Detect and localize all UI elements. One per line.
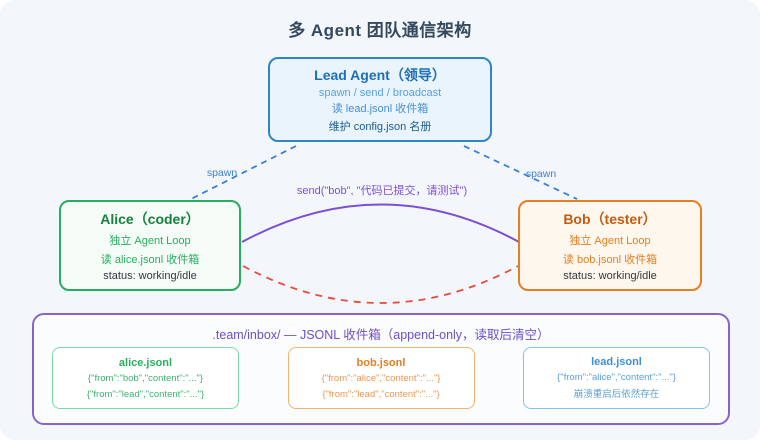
file-box-lead-jsonl: lead.jsonl {"from":"alice","content":"..… <box>523 347 710 409</box>
spawn-left-label: spawn <box>206 167 238 179</box>
bob-status-line: status: working/idle <box>563 270 657 282</box>
alice-jsonl-line-1: {"from":"bob","content":"..."} <box>87 373 204 384</box>
inbox-container: .team/inbox/ — JSONL 收件箱（append-only，读取后… <box>32 313 730 425</box>
lead-jsonl-name: lead.jsonl <box>591 355 642 368</box>
reply-dashed-curve <box>242 265 519 304</box>
alice-status-line: status: working/idle <box>103 270 197 282</box>
bob-inbox-line: 读 bob.jsonl 收件箱 <box>562 254 658 266</box>
inbox-file-row: alice.jsonl {"from":"bob","content":"...… <box>34 347 728 409</box>
alice-jsonl-line-2: {"from":"lead","content":"..."} <box>86 388 205 400</box>
bob-title: Bob（tester） <box>563 211 657 227</box>
send-message-label: send("bob", "代码已提交，请测试") <box>296 185 468 197</box>
lead-jsonl-line-1: {"from":"alice","content":"..."} <box>557 371 676 383</box>
node-bob-tester: Bob（tester） 独立 Agent Loop 读 bob.jsonl 收件… <box>518 200 702 291</box>
lead-capabilities: spawn / send / broadcast <box>318 86 442 99</box>
alice-jsonl-name: alice.jsonl <box>118 356 173 369</box>
lead-config-line: 维护 config.json 名册 <box>328 121 432 134</box>
file-box-alice-jsonl: alice.jsonl {"from":"bob","content":"...… <box>52 347 239 409</box>
lead-inbox-line: 读 lead.jsonl 收件箱 <box>331 103 429 116</box>
lead-title: Lead Agent（领导） <box>314 66 446 83</box>
alice-inbox-line: 读 alice.jsonl 收件箱 <box>100 254 200 266</box>
alice-title: Alice（coder） <box>100 211 200 227</box>
node-lead-agent: Lead Agent（领导） spawn / send / broadcast … <box>268 57 492 142</box>
bob-jsonl-name: bob.jsonl <box>356 356 406 369</box>
node-alice-coder: Alice（coder） 独立 Agent Loop 读 alice.jsonl… <box>59 200 241 291</box>
bob-loop-line: 独立 Agent Loop <box>569 235 651 247</box>
spawn-right-label: spawn <box>525 168 557 180</box>
alice-loop-line: 独立 Agent Loop <box>109 235 191 247</box>
bob-jsonl-line-1: {"from":"alice","content":"..."} <box>321 373 441 384</box>
send-curve <box>241 203 520 243</box>
bob-jsonl-line-2: {"from":"lead","content":"..."} <box>322 388 440 400</box>
file-box-bob-jsonl: bob.jsonl {"from":"alice","content":"...… <box>287 347 475 409</box>
lead-jsonl-persist-note: 崩溃重启后依然存在 <box>573 389 660 401</box>
inbox-title: .team/inbox/ — JSONL 收件箱（append-only，读取后… <box>212 328 550 342</box>
page-title: 多 Agent 团队通信架构 <box>288 21 472 40</box>
